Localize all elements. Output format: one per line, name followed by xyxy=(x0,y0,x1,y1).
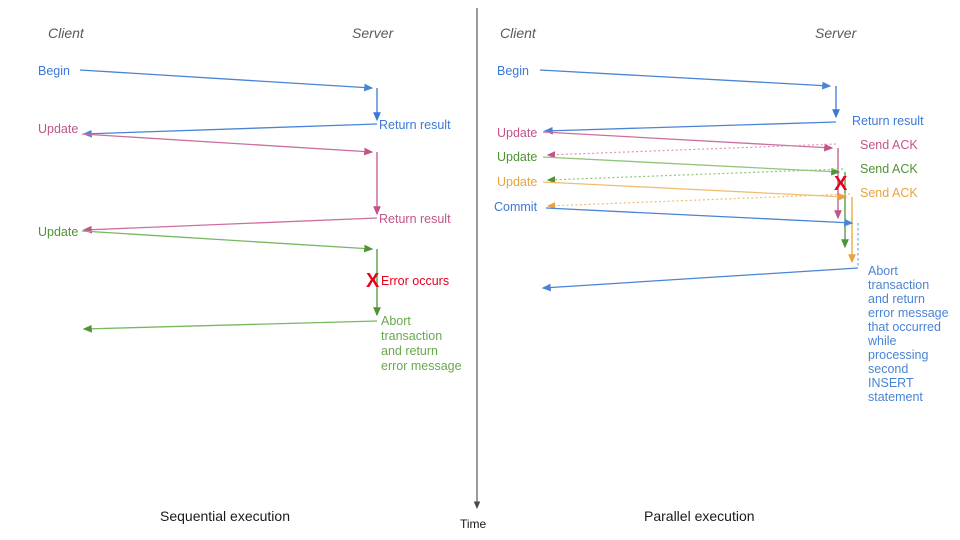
panel-parallel: Client Server xyxy=(494,25,949,524)
label-seq-update-2: Update xyxy=(38,225,78,239)
note-line: Abort xyxy=(381,314,411,328)
label-par-update-3: Update xyxy=(497,175,537,189)
label-par-send-ack-2: Send ACK xyxy=(860,162,918,176)
panel-sequential: Client Server xyxy=(38,25,462,524)
note-line: second xyxy=(868,362,908,376)
message-par-abort-return xyxy=(541,267,859,292)
message-seq-return-result-2 xyxy=(82,217,378,234)
label-seq-return-result-1: Return result xyxy=(379,118,451,132)
note-line: Abort xyxy=(868,264,898,278)
note-line: while xyxy=(867,334,897,348)
message-par-send-ack-2 xyxy=(546,168,844,184)
note-line: and return xyxy=(868,292,925,306)
lane-header-server: Server xyxy=(815,25,858,41)
label-seq-error: Error occurs xyxy=(381,274,449,288)
note-line: and return xyxy=(381,344,438,358)
message-seq-abort-return xyxy=(82,320,378,333)
label-par-update-1: Update xyxy=(497,126,537,140)
note-line: transaction xyxy=(868,278,929,292)
note-line: transaction xyxy=(381,329,442,343)
time-axis-label: Time xyxy=(460,517,487,531)
label-par-send-ack-3: Send ACK xyxy=(860,186,918,200)
label-par-commit: Commit xyxy=(494,200,538,214)
message-seq-update-2 xyxy=(81,230,374,253)
note-line: error message xyxy=(868,306,949,320)
message-par-begin xyxy=(539,69,832,90)
note-line: error message xyxy=(381,359,462,373)
note-line: processing xyxy=(868,348,928,362)
message-par-update-2 xyxy=(542,156,841,176)
lane-header-server: Server xyxy=(352,25,395,41)
message-par-update-3 xyxy=(542,181,848,201)
label-seq-return-result-2: Return result xyxy=(379,212,451,226)
message-par-update-1 xyxy=(542,131,834,152)
message-seq-update-1 xyxy=(81,133,374,156)
label-par-return-result: Return result xyxy=(852,114,924,128)
label-seq-update-1: Update xyxy=(38,122,78,136)
label-par-update-2: Update xyxy=(497,150,537,164)
note-line: statement xyxy=(868,390,923,404)
lane-header-client: Client xyxy=(500,25,537,41)
note-seq-abort: Abort transaction and return error messa… xyxy=(381,314,462,373)
label-seq-begin: Begin xyxy=(38,64,70,78)
message-seq-return-result-1 xyxy=(82,123,378,138)
caption-sequential: Sequential execution xyxy=(160,508,290,524)
lane-header-client: Client xyxy=(48,25,85,41)
error-cross-icon: X xyxy=(366,270,380,292)
caption-parallel: Parallel execution xyxy=(644,508,755,524)
label-par-send-ack-1: Send ACK xyxy=(860,138,918,152)
label-par-begin: Begin xyxy=(497,64,529,78)
note-line: INSERT xyxy=(868,376,914,390)
message-par-return-result xyxy=(543,121,837,135)
message-seq-begin xyxy=(79,69,374,92)
message-par-commit xyxy=(545,207,854,227)
note-line: that occurred xyxy=(868,320,941,334)
message-par-send-ack-3 xyxy=(546,193,851,210)
note-par-abort: Abort transaction and return error messa… xyxy=(867,264,949,404)
error-cross-icon: X xyxy=(834,173,848,195)
